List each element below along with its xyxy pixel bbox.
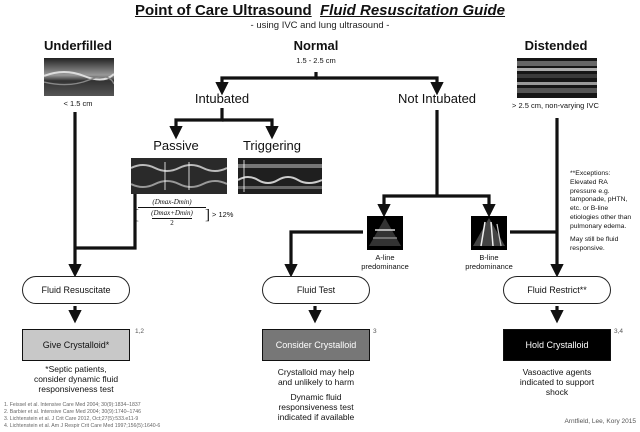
caption-b-line: B-line predominance: [465, 253, 513, 271]
decision-fluid-restrict: Fluid Restrict**: [503, 276, 611, 304]
reference-4: 4. Lichtenstein et al. Am J Respir Crit …: [4, 423, 161, 430]
arrow-normal-to-not-intubated: [316, 76, 444, 96]
formula-denominator-top: (Dmax+Dmin): [151, 209, 193, 217]
triggering-mmode-image: [238, 158, 322, 194]
heading-underfilled: Underfilled: [44, 38, 112, 53]
arrow-normal-to-intubated: [215, 72, 318, 96]
arrow-to-b-line: [437, 194, 496, 218]
refs-give: 1,2: [135, 328, 145, 335]
note-hold: Vasoactive agents indicated to support s…: [519, 367, 595, 397]
page-title: Point of Care Ultrasound Fluid Resuscita…: [135, 2, 505, 19]
arrow-intubated-to-triggering: [222, 118, 279, 140]
heading-distended: Distended: [524, 38, 588, 53]
note-consider-1: Crystalloid may help and unlikely to har…: [277, 367, 355, 387]
caption-normal: 1.5 - 2.5 cm: [296, 56, 336, 65]
a-line-ultrasound-image: [367, 216, 403, 250]
refs-hold: 3,4: [614, 328, 624, 335]
triggering-mmode-waveform: [238, 158, 322, 194]
formula-denominator-bottom: 2: [152, 218, 192, 227]
exceptions-note: May still be fluid responsive.: [570, 236, 619, 252]
reference-list: 1. Feissel et al. Intensive Care Med 200…: [4, 402, 160, 430]
underfilled-ivc-ultrasound-image: [44, 58, 114, 96]
ultrasound-texture: [44, 58, 114, 96]
credit-line: Arntfield, Lee, Kory 2015: [564, 418, 636, 425]
node-triggering: Triggering: [242, 138, 302, 153]
decision-fluid-resuscitate: Fluid Resuscitate: [22, 276, 130, 304]
reference-1: 1. Feissel et al. Intensive Care Med 200…: [4, 402, 141, 408]
arrow-to-a-line: [377, 194, 437, 218]
caption-underfilled: < 1.5 cm: [63, 99, 93, 108]
heading-normal: Normal: [293, 38, 339, 53]
action-give-label: Give Crystalloid*: [42, 340, 110, 350]
exceptions-text: **Exceptions: Elevated RA pressure e.g. …: [570, 170, 632, 230]
node-not-intubated: Not Intubated: [397, 91, 477, 106]
note-consider-2: Dynamic fluid responsiveness test indica…: [277, 392, 355, 422]
passive-mmode-image: [131, 158, 227, 194]
action-consider-crystalloid: Consider Crystalloid: [262, 329, 370, 361]
caption-distended: > 2.5 cm, non-varying IVC: [512, 101, 599, 110]
passive-mmode-waveform: [131, 158, 227, 194]
caption-a-line: A-line predominance: [361, 253, 409, 271]
action-hold-crystalloid: Hold Crystalloid: [503, 329, 611, 361]
formula-threshold: > 12%: [212, 210, 234, 219]
node-passive: Passive: [153, 138, 199, 153]
action-give-crystalloid: Give Crystalloid*: [22, 329, 130, 361]
arrow-passive-to-resuscitate: [75, 192, 137, 250]
reference-3: 3. Lichtenstein et al. J Crit Care 2012,…: [4, 416, 139, 423]
action-consider-label: Consider Crystalloid: [275, 340, 357, 350]
mmode-texture: [517, 58, 597, 98]
formula-denominator: [ (Dmax+Dmin) 2 ]: [134, 207, 210, 227]
b-line-ultrasound-image: [471, 216, 507, 250]
decision-fluid-test: Fluid Test: [262, 276, 370, 304]
action-hold-label: Hold Crystalloid: [525, 340, 589, 350]
decision-test-label: Fluid Test: [296, 285, 336, 295]
decision-resuscitate-label: Fluid Resuscitate: [41, 285, 111, 295]
a-line-texture: [369, 218, 401, 246]
refs-consider: 3: [373, 328, 377, 335]
b-line-texture: [473, 218, 505, 247]
arrow-intubated-to-passive: [169, 108, 224, 140]
page-subtitle: - using IVC and lung ultrasound -: [250, 20, 390, 31]
title-italic: Fluid Resuscitation Guide: [320, 2, 506, 19]
node-intubated: Intubated: [194, 91, 250, 106]
reference-2: 2. Barbier et al. Intensive Care Med 200…: [4, 409, 141, 416]
note-give: *Septic patients, consider dynamic fluid…: [33, 364, 119, 394]
formula-numerator: (Dmax-Dmin): [152, 198, 192, 206]
distended-ivc-mmode-image: [517, 58, 597, 98]
arrow-a-line-to-test: [284, 230, 363, 278]
title-main: Point of Care Ultrasound: [134, 2, 312, 19]
decision-restrict-label: Fluid Restrict**: [527, 285, 587, 295]
bracket-left: [: [134, 207, 139, 223]
bracket-right: ]: [205, 207, 210, 223]
collapsibility-formula: (Dmax-Dmin) [ (Dmax+Dmin) 2 ]: [132, 198, 212, 228]
